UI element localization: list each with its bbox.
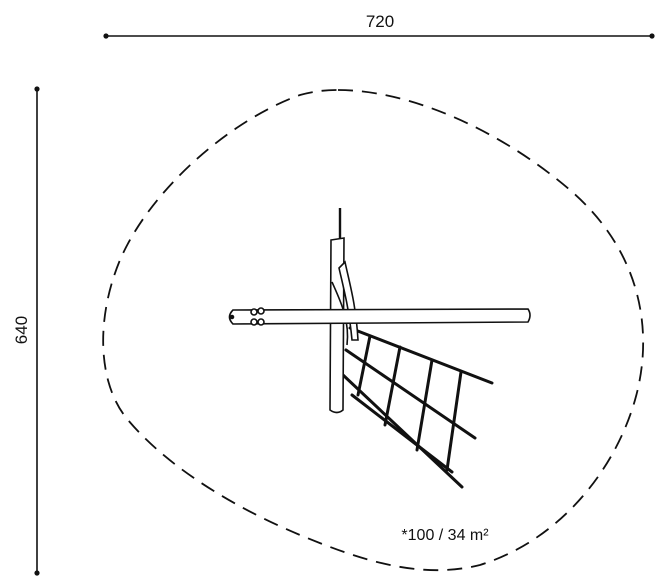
net-rope-v3 (415, 358, 434, 452)
horizontal-log-body (228, 308, 531, 325)
net-rope-v2 (383, 345, 402, 427)
height-dimension-label: 640 (12, 316, 31, 344)
horizontal-log (228, 307, 531, 326)
height-dimension-end-bottom (34, 570, 40, 576)
height-dimension: 640 (12, 86, 40, 576)
log-end-knob-2 (257, 307, 265, 315)
width-dimension: 720 (103, 12, 655, 39)
net-rope-v4 (445, 370, 463, 472)
vertical-log-body (329, 237, 345, 414)
net-rope-bottom (341, 373, 464, 489)
net-rope-bottom-edge (350, 393, 454, 474)
log-end-dot (229, 314, 235, 320)
height-dimension-end-top (34, 86, 40, 92)
width-dimension-end-right (649, 33, 655, 39)
log-end-knob-3 (250, 318, 258, 326)
width-dimension-label: 720 (366, 12, 394, 31)
net-rope-v1 (356, 334, 372, 397)
log-end-knob-1 (250, 308, 258, 316)
net-rope-top (348, 326, 494, 385)
climbing-net (341, 326, 494, 489)
safety-area-label: *100 / 34 m² (401, 527, 489, 544)
width-dimension-end-left (103, 33, 109, 39)
safety-area-outline (102, 89, 645, 572)
log-end-knob-4 (257, 318, 265, 326)
